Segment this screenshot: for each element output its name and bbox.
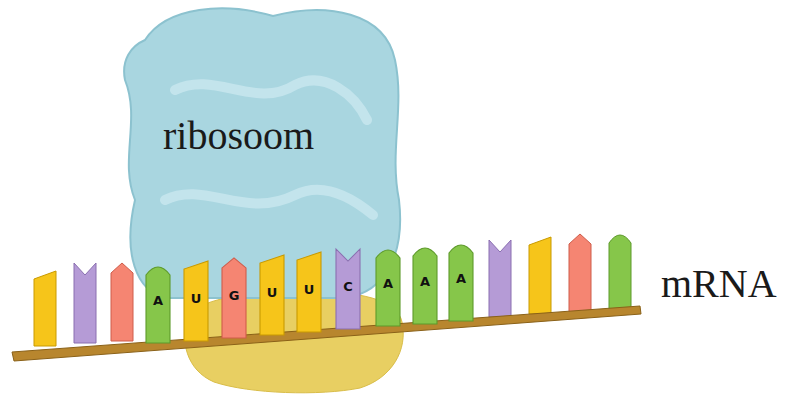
nucleotide-peg: C — [336, 249, 360, 329]
nucleotide-peg — [609, 235, 631, 309]
nucleotide-peg — [489, 240, 511, 317]
base-letter: U — [184, 291, 208, 306]
base-letter: A — [146, 293, 170, 308]
base-letter: C — [336, 279, 360, 294]
nucleotide-peg — [74, 263, 96, 343]
base-letter: A — [376, 276, 400, 291]
base-letter: A — [413, 274, 437, 289]
strand-label: mRNA — [661, 260, 777, 307]
base-letter: U — [260, 285, 284, 300]
peg-shape — [336, 249, 360, 329]
peg-shape — [297, 252, 321, 332]
nucleotide-peg: A — [413, 244, 437, 324]
peg-shape — [449, 245, 473, 321]
peg-shape — [146, 267, 170, 343]
base-letter: A — [449, 271, 473, 286]
ribosome-label: ribosoom — [163, 112, 314, 159]
base-letter: G — [222, 288, 246, 303]
peg-shape — [184, 261, 208, 341]
nucleotide-peg: U — [297, 252, 321, 332]
nucleotide-peg — [569, 234, 591, 312]
peg-shape — [222, 258, 246, 338]
nucleotide-peg — [111, 263, 133, 341]
peg-shape — [260, 255, 284, 335]
nucleotide-peg: U — [184, 261, 208, 341]
peg-shape — [376, 250, 400, 326]
strand-backbone — [12, 306, 641, 361]
nucleotide-peg — [34, 271, 56, 346]
nucleotide-peg: U — [260, 255, 284, 335]
nucleotide-peg: G — [222, 258, 246, 338]
nucleotide-peg — [529, 237, 551, 314]
nucleotide-peg: A — [146, 263, 170, 343]
peg-shape — [413, 248, 437, 324]
base-letter: U — [297, 282, 321, 297]
nucleotide-peg: A — [376, 246, 400, 326]
nucleotide-peg: A — [449, 241, 473, 321]
